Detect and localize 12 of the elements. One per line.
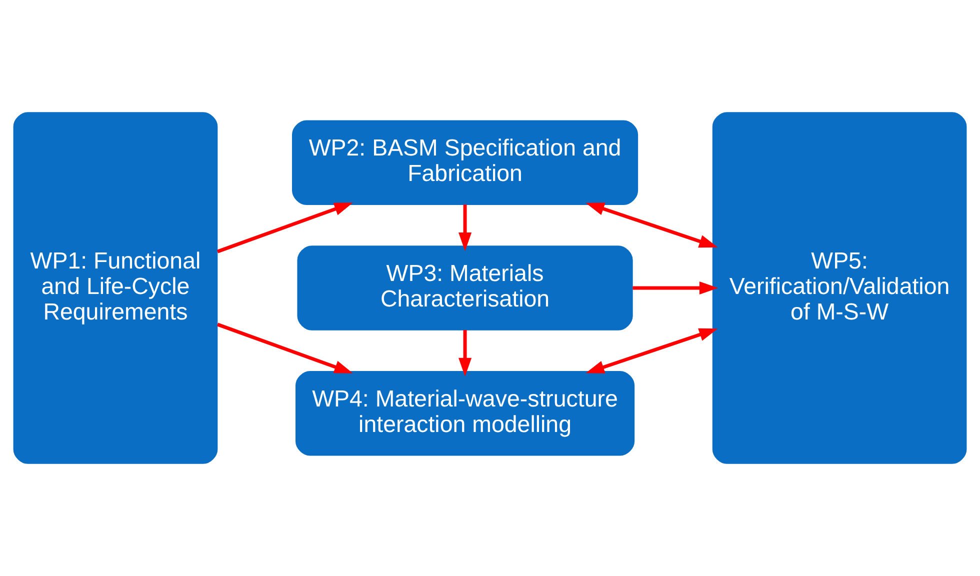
- node-box: WP2: BASM Specification and Fabrication: [292, 120, 638, 205]
- node-box: WP4: Material-wave-structure interaction modelling: [295, 371, 635, 456]
- arrow: [632, 281, 718, 295]
- node-box: WP5: Verification/Validation of M-S-W: [712, 112, 967, 464]
- arrow: [458, 330, 472, 377]
- arrow: [458, 204, 472, 252]
- arrow: [216, 322, 353, 374]
- arrow: [216, 202, 353, 254]
- arrow: [586, 202, 718, 248]
- node-box: WP1: Functional and Life-Cycle Requirements: [13, 112, 218, 464]
- arrow: [586, 328, 718, 374]
- node-box: WP3: Materials Characterisation: [297, 246, 633, 330]
